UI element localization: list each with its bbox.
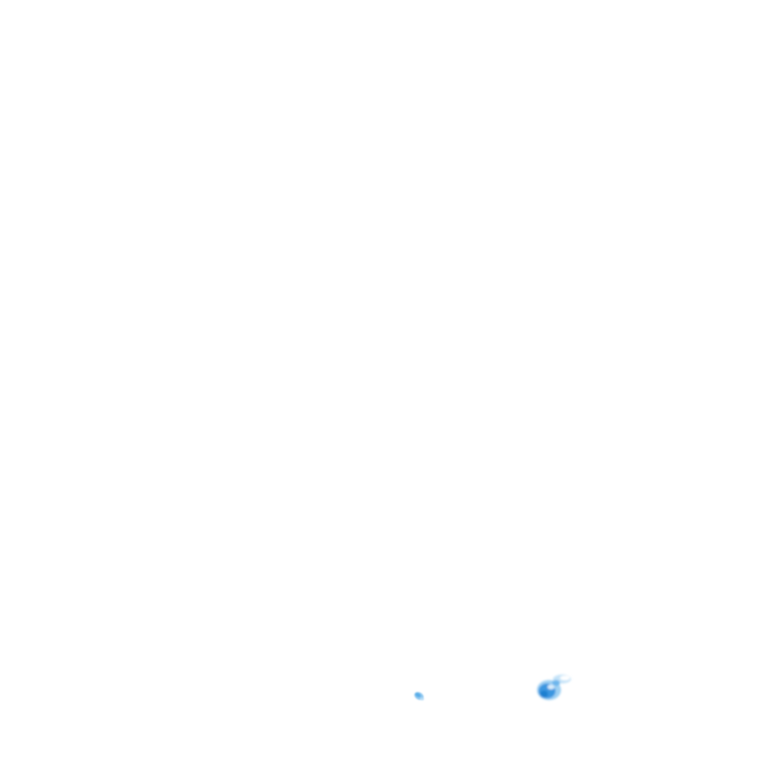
blue-splash-icon [537,674,571,700]
small-blue-spot-icon [414,692,424,701]
